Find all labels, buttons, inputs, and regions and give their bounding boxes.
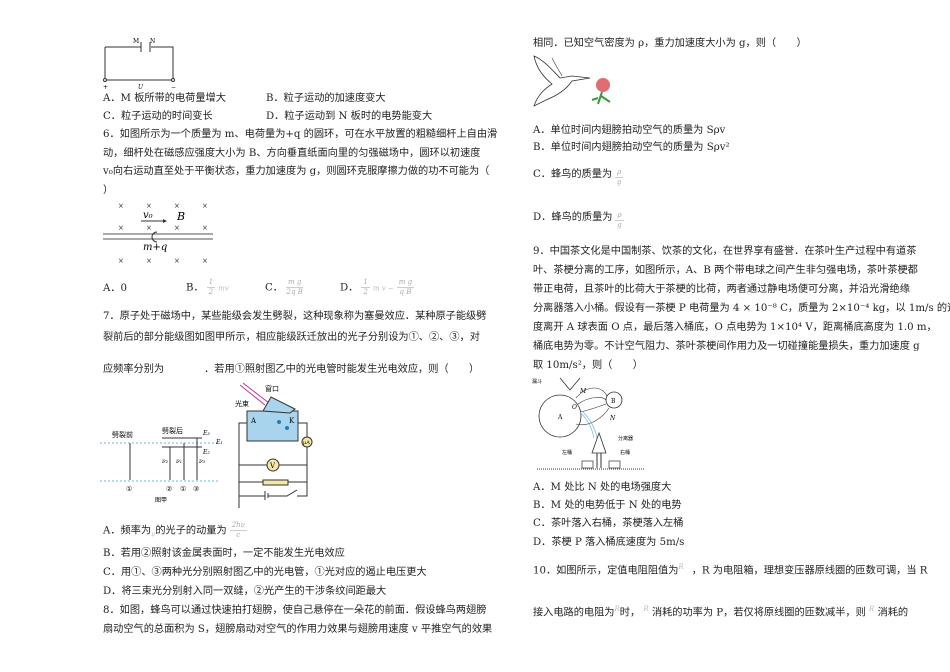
svg-text:×: × xyxy=(202,202,208,210)
q8-option-b: B．单位时间内翅膀拍动空气的质量为 Sρv² xyxy=(533,142,730,153)
fig-a-caption: 图甲 xyxy=(155,497,167,504)
q9-line: 叶、茶梗分离的工序，如图所示，A、B 两个带电球之间产生非匀强电场，茶叶茶梗都 xyxy=(533,265,918,276)
microammeter-label: μA xyxy=(303,440,310,446)
voltage-label: U xyxy=(138,84,144,91)
q6-magnetic-field-figure: × × × × × × × × × × × × v₀ B m+q xyxy=(103,202,213,265)
photon-1-label: ① xyxy=(126,485,132,493)
v0-label: v₀ xyxy=(143,210,153,221)
q7-option-b: B．若用②照射该金属表面时，一定不能发生光电效应 xyxy=(103,548,345,559)
q9-line: 取 10m/s²，则（ ） xyxy=(533,360,643,371)
svg-text:×: × xyxy=(202,224,208,232)
q7-line: 7．原子处于磁场中，某些能级会发生劈裂，这种现象称为塞曼效应．某种原子能级劈 xyxy=(103,311,487,322)
svg-text:×: × xyxy=(202,257,208,265)
svg-text:×: × xyxy=(174,224,180,232)
plate-m-label: M xyxy=(133,38,139,45)
q6-line: v₀向右运动直至处于平衡状态，重力加速度为 g，则圆环克服摩擦力做的功不可能为（ xyxy=(103,166,490,177)
b-field-label: B xyxy=(176,210,185,223)
beam-label: 光束 xyxy=(235,399,249,408)
q9-tea-separator-figure: 漏斗 A B M O N 分离器 左桶 右桶 xyxy=(532,377,644,470)
q8-line: 扇动空气的总面积为 S，翅膀扇动对空气的作用力效果与翅膀用速度 v 平推空气的效… xyxy=(103,624,493,635)
hummingbird-rose-figure xyxy=(533,55,611,107)
plus-label: + xyxy=(103,84,108,91)
svg-text:×: × xyxy=(174,202,180,210)
q10-line: 10．如图所示，定值电阻阻值为R，R 为电阻箱，理想变压器原线圈的匝数可调，当 … xyxy=(533,563,928,577)
left-bucket-label: 左桶 xyxy=(562,449,572,456)
svg-text:×: × xyxy=(118,257,124,265)
photon-3-label: ③ xyxy=(193,485,199,493)
q8-option-a: A．单位时间内翅膀拍动空气的质量为 Sρv xyxy=(533,125,726,136)
after-split-label: 劈裂后 xyxy=(162,426,183,435)
svg-text:×: × xyxy=(146,202,152,210)
q6-line: 动，细杆处在磁感应强度大小为 B、方向垂直纸面向里的匀强磁场中，圆环以初速度 xyxy=(103,148,481,159)
window-label: 窗口 xyxy=(265,384,279,393)
anode-label: A xyxy=(250,417,257,425)
e1-label: E₁ xyxy=(215,439,223,446)
ball-b-label: B xyxy=(611,398,616,405)
svg-text:×: × xyxy=(146,224,152,232)
q7-line: 裂前后的部分能级图如图甲所示，相应能级跃迁放出的光子分别设为①、②、③，对 xyxy=(103,332,480,343)
voltmeter-label: V xyxy=(269,462,276,470)
q9-option-c: C．茶叶落入右桶，茶梗落入左桶 xyxy=(533,518,684,529)
q9-line: 桶底电势为零。不计空气阻力、茶叶茶梗间作用力及一切碰撞能量损失，重力加速度 g xyxy=(533,341,920,352)
svg-text:×: × xyxy=(146,257,152,265)
nu2-label: ν₂ xyxy=(162,458,169,465)
right-bucket-label: 右桶 xyxy=(620,449,630,456)
q9-line: 带正电荷，且茶叶的比荷大于茶梗的比荷，两者通过静电场便可分离，并沿光滑绝缘 xyxy=(533,284,910,295)
q7-option-d: D．将三束光分别射入同一双缝，②光产生的干涉条纹间距最大 xyxy=(103,586,387,597)
e2-label: E₂ xyxy=(202,449,210,456)
ring-label: m+q xyxy=(143,242,167,253)
q7-phototube-circuit-figure: 窗口 光束 A K μA V xyxy=(235,382,313,508)
photon-2-label: ② xyxy=(166,485,172,493)
funnel-label: 漏斗 xyxy=(532,378,542,385)
point-m-label: M xyxy=(579,388,587,395)
q5-option-d: D．粒子运动到 N 板时的电势能变大 xyxy=(266,111,433,122)
q6-option-a: A．0 xyxy=(103,283,128,294)
svg-text:×: × xyxy=(118,202,124,210)
q9-line: 9．中国茶文化是中国制茶、饮茶的文化，在世界享有盛誉．在茶叶生产过程中有道茶 xyxy=(533,246,917,257)
cathode-label: K xyxy=(289,417,295,425)
point-n-label: N xyxy=(609,415,616,422)
nu1-label: ν₁ xyxy=(176,458,182,465)
q9-option-b: B．M 处的电势低于 N 处的电势 xyxy=(533,500,682,511)
separator-label: 分离器 xyxy=(618,435,633,442)
before-split-label: 劈裂前 xyxy=(112,430,133,439)
photon-1b-label: ① xyxy=(180,485,186,493)
q6-line: ） xyxy=(103,185,114,196)
q6-line: 6．如图所示为一个质量为 m、电荷量为+q 的圆环，可在水平放置的粗糙细杆上自由… xyxy=(103,129,498,140)
q10-line: 接入电路的电阻为R时， R 消耗的功率为 P，若仅将原线圈的匝数减半，则 R 消… xyxy=(533,605,909,619)
plate-n-label: N xyxy=(150,38,155,45)
ball-a-label: A xyxy=(557,414,563,421)
q7-option-c: C．用①、③两种光分别照射图乙中的光电管，①光对应的遏止电压更大 xyxy=(103,567,427,578)
point-o-label: O xyxy=(572,404,577,411)
q9-option-a: A．M 处比 N 处的电场强度大 xyxy=(533,482,672,493)
minus-label: − xyxy=(171,84,176,91)
q5-option-b: B．粒子运动的加速度变大 xyxy=(266,93,386,104)
q9-option-d: D．茶梗 P 落入桶底速度为 5m/s xyxy=(533,537,685,548)
svg-text:×: × xyxy=(118,224,124,232)
q9-line: 度离开 A 球表面 O 点，最后落入桶底，O 点电势为 1×10⁴ V，距离桶底… xyxy=(533,322,937,333)
q5-circuit-figure: M N U + − xyxy=(103,38,176,91)
q9-line: 分离器落入小桶。假设有一茶梗 P 电荷量为 4 × 10⁻⁸ C，质量为 2×1… xyxy=(533,303,950,314)
e3-label: E₃ xyxy=(202,430,210,437)
svg-text:×: × xyxy=(174,257,180,265)
q5-option-a: A．M 板所带的电荷量增大 xyxy=(103,93,226,104)
q8-line: 相同．已知空气密度为 ρ，重力加速度大小为 g，则（ ） xyxy=(533,38,807,49)
q5-option-c: C．粒子运动的时间变长 xyxy=(103,111,213,122)
q7-line: 应频率分别为．若用①照射图乙中的光电管时能发生光电效应，则（ ） xyxy=(103,364,480,375)
nu3-label: ν₃ xyxy=(199,458,206,465)
q8-line: 8．如图，蜂鸟可以通过快速拍打翅膀，使自己悬停在一朵花的前面．假设蜂鸟两翅膀 xyxy=(103,605,487,616)
